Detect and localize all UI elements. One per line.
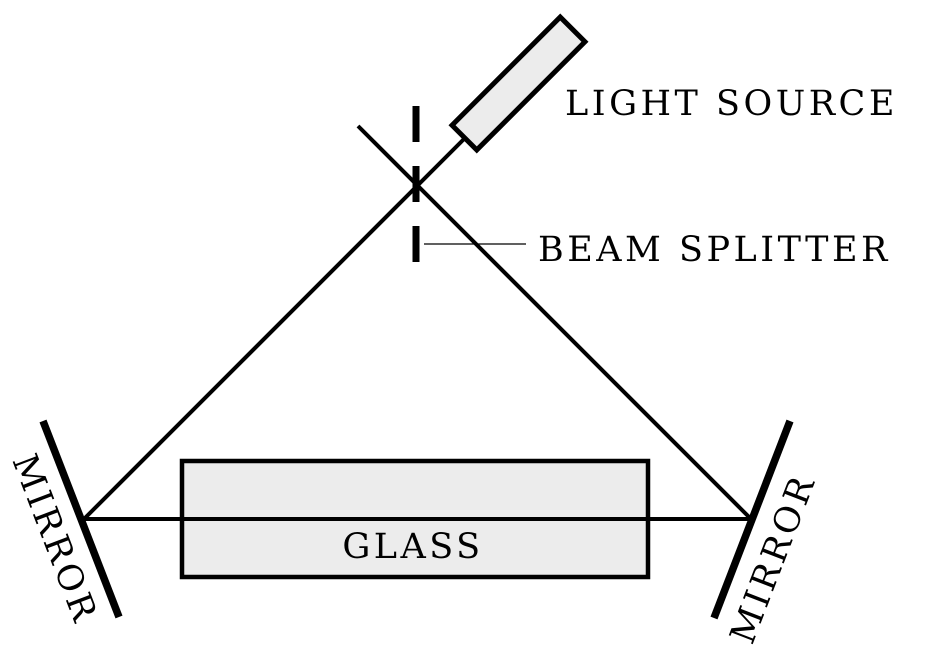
glass-label: GLASS (342, 527, 483, 567)
light-source-label: LIGHT SOURCE (565, 84, 898, 124)
splitter-to-right-mirror-beam (356, 124, 753, 521)
beam-splitter-label: BEAM SPLITTER (538, 230, 891, 270)
right-mirror-line (710, 419, 794, 620)
source-to-left-mirror-beam (82, 131, 472, 521)
light-source-box (448, 13, 589, 154)
left-mirror-line (39, 419, 123, 619)
